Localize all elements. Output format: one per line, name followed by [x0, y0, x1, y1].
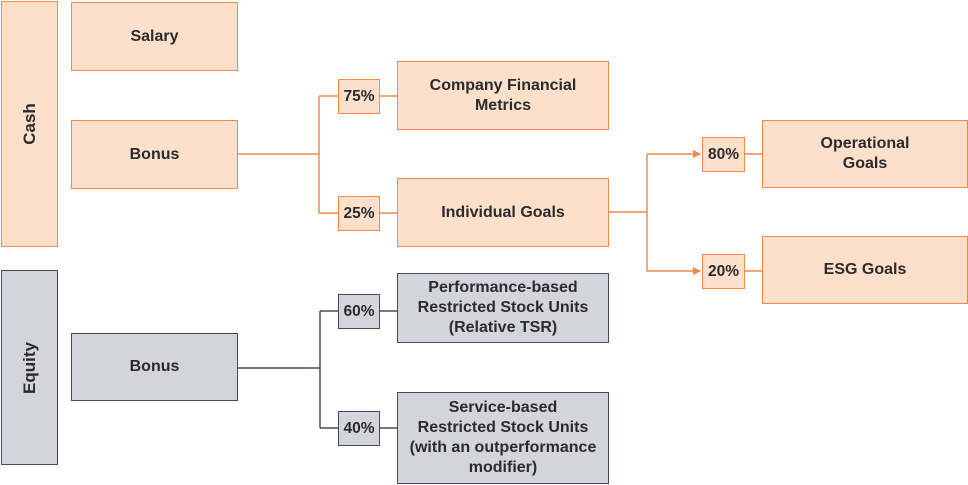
equity-bonus-box: Bonus [71, 333, 238, 401]
percent-20-box: 20% [702, 254, 745, 289]
individual-goals-connector [609, 150, 762, 275]
percent-40-box: 40% [338, 411, 380, 446]
service-based-rsu-box: Service-based Restricted Stock Units (wi… [397, 392, 609, 484]
cash-bonus-box: Bonus [71, 120, 238, 189]
percent-80-box: 80% [702, 137, 745, 172]
cash-label-text: Cash [19, 103, 39, 145]
percent-25-box: 25% [338, 196, 380, 231]
percent-60-box: 60% [338, 294, 380, 329]
salary-box: Salary [71, 2, 238, 71]
equity-bonus-connector [238, 310, 397, 429]
performance-based-rsu-box: Performance-based Restricted Stock Units… [397, 273, 609, 343]
cash-section-label: Cash [1, 1, 58, 247]
equity-label-text: Equity [19, 341, 39, 394]
equity-section-label: Equity [1, 270, 58, 465]
operational-goals-box: Operational Goals [762, 120, 968, 188]
percent-75-box: 75% [338, 79, 380, 114]
cash-bonus-connector [238, 95, 397, 214]
individual-goals-box: Individual Goals [397, 178, 609, 247]
company-financial-metrics-box: Company Financial Metrics [397, 61, 609, 130]
esg-goals-box: ESG Goals [762, 236, 968, 304]
